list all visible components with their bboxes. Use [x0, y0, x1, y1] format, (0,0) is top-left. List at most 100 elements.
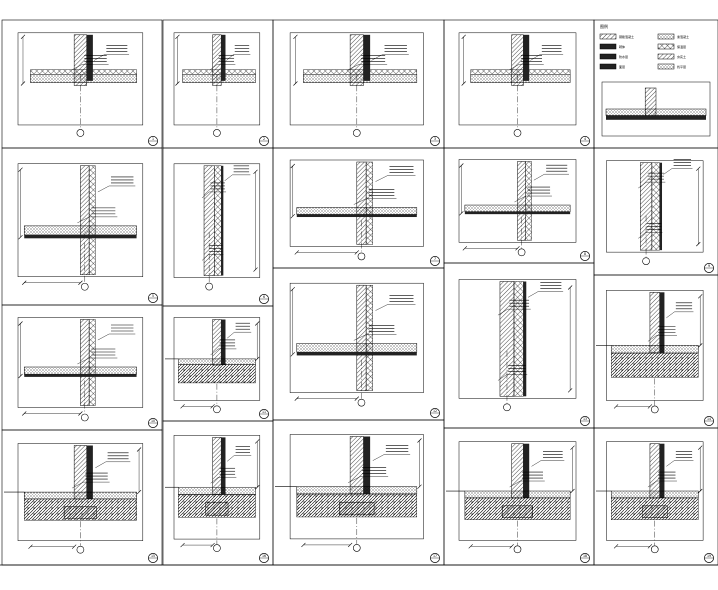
detail-d20-footing: [641, 505, 668, 518]
detail-d14-leader: [497, 374, 528, 381]
detail-d15-compacted-soil: [611, 352, 699, 378]
detail-d16-axis-bubble: [76, 545, 85, 554]
detail-d14-leader: [497, 308, 531, 316]
detail-d2-insulation: [182, 69, 256, 75]
detail-d12-waterproofing: [221, 319, 226, 366]
detail-d1-drawing-border: [17, 32, 144, 126]
legend-swatch-4: [599, 53, 617, 60]
detail-d15-dim-tick: [613, 404, 619, 409]
detail-d14-leader: [527, 291, 564, 298]
legend-label-1: 素混凝土: [677, 34, 689, 39]
detail-d2-detail-bubble-number: 2: [263, 137, 265, 141]
detail-d5-drawing-border: [601, 81, 711, 137]
detail-d11: 10: [1, 304, 163, 431]
detail-d3-waterproofing: [363, 34, 371, 81]
detail-d5-membrane: [606, 115, 706, 120]
detail-d18-axis-bubble: [352, 544, 361, 552]
detail-d10-leader: [638, 181, 666, 189]
legend-label-0: 钢筋混凝土: [619, 34, 634, 39]
detail-d1-waterproofing: [86, 34, 93, 81]
detail-d7-drawing-border: [173, 163, 261, 278]
detail-d8-axis-bubble: [357, 252, 366, 261]
detail-d20-detail-bubble-number: 19: [707, 554, 711, 558]
detail-d9-dim-tick: [459, 163, 464, 168]
detail-d17-footing: [205, 502, 229, 516]
detail-d6-insulation: [88, 165, 96, 275]
detail-d19-detail-bubble-number: 18: [583, 554, 587, 558]
detail-d20-dim-tick: [647, 544, 653, 549]
legend-label-2: 砌体: [619, 44, 625, 49]
detail-d15-dim-tick: [698, 294, 703, 299]
detail-d19-dim-tick: [468, 544, 473, 549]
detail-d2-roof-slab: [182, 74, 256, 83]
detail-d6-axis-bubble: [80, 282, 89, 291]
detail-d19-axis-bubble: [513, 545, 522, 554]
detail-d8-insulation: [365, 161, 373, 245]
detail-d10-insulation: [651, 162, 660, 251]
detail-d6: 5: [1, 147, 163, 306]
detail-d11-dim-tick: [18, 373, 23, 379]
detail-d10-wall: [640, 162, 653, 251]
detail-d11-dim-tick: [78, 411, 83, 416]
detail-d4-dim-tick: [461, 34, 466, 40]
legend-label-4: 防水层: [619, 54, 628, 59]
detail-d17-waterproofing: [221, 437, 226, 495]
detail-d4-dim-tick: [461, 81, 466, 86]
detail-d20-dim-tick: [613, 544, 619, 549]
detail-d6-leader: [77, 216, 118, 224]
detail-d19-wall: [511, 443, 524, 499]
detail-d2: 2: [162, 19, 274, 149]
detail-d19-ground-slab: [464, 490, 571, 499]
detail-d9-detail-bubble-number: 8: [584, 252, 586, 256]
detail-d4-leader: [530, 54, 564, 61]
legend-label-7: 找平层: [677, 64, 686, 69]
detail-d3: 3: [272, 19, 445, 149]
detail-d17-wall: [212, 437, 222, 495]
detail-d13-drawing-border: [289, 282, 424, 393]
detail-d15-ground-slab: [610, 345, 699, 354]
detail-d13-dim-tick: [290, 286, 295, 292]
detail-d19-leader: [509, 480, 545, 488]
detail-d13: 12: [272, 267, 445, 421]
detail-d7-insulation: [214, 165, 222, 276]
legend-swatch-7: [657, 63, 675, 70]
detail-d10-finish: [659, 162, 663, 251]
detail-d20-ground-slab: [610, 490, 699, 499]
detail-d8-leader: [375, 175, 416, 182]
detail-d7-leader: [201, 191, 227, 199]
detail-d17-detail-bubble-number: 16: [262, 554, 266, 558]
detail-d6-detail-bubble-number: 5: [152, 294, 154, 298]
detail-d8-detail-bubble-number: 7: [434, 257, 436, 261]
detail-d14-dim-tick: [567, 285, 573, 290]
detail-d8: 7: [272, 147, 445, 269]
legend-label-5: 夯实土: [677, 54, 686, 59]
detail-d13-axis-bubble: [357, 398, 366, 407]
detail-d2-axis-bubble: [213, 129, 221, 137]
detail-d2-leader: [209, 64, 236, 71]
detail-d12-leader: [227, 332, 252, 339]
detail-d9-floor-slab: [464, 204, 571, 212]
detail-d7-leader: [201, 254, 224, 261]
detail-d2-waterproofing: [221, 34, 226, 81]
detail-d13-leader: [375, 304, 416, 311]
detail-d13-dim-tick: [294, 396, 299, 401]
detail-d7: 6: [162, 147, 274, 307]
detail-d14-axis-bubble: [503, 403, 511, 412]
legend-label-3: 保温层: [677, 44, 686, 49]
detail-d15-leader: [647, 335, 677, 342]
detail-d13-dim-tick: [290, 352, 295, 357]
detail-d7-detail-bubble-number: 6: [263, 295, 265, 299]
detail-d20-leader: [666, 460, 694, 467]
detail-d18-leader: [348, 476, 389, 483]
detail-d17-ground-slab: [178, 486, 256, 495]
detail-d6-ceiling-layer: [24, 234, 137, 239]
detail-d8-drawing-border: [289, 159, 424, 247]
detail-d3-roof-slab: [303, 74, 418, 83]
detail-d12-ground-slab: [178, 358, 256, 365]
detail-d19-footing: [502, 505, 533, 518]
detail-d6-leader: [97, 185, 136, 193]
detail-d19-dim-tick: [570, 488, 575, 494]
detail-d13-leader: [353, 334, 397, 341]
detail-d4-drawing-border: [458, 32, 577, 126]
detail-d19: 18: [443, 427, 595, 566]
